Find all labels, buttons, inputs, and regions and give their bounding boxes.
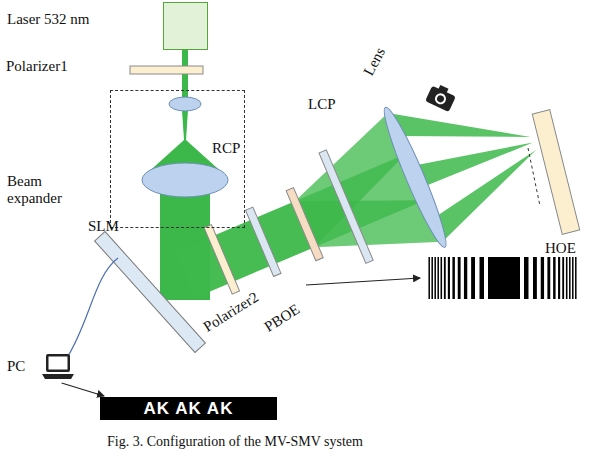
part-label: RCP [212,140,240,157]
part-label: HOE [545,240,576,257]
part-label: PBOE [261,301,303,336]
figure-caption: Fig. 3. Configuration of the MV-SMV syst… [107,434,363,450]
pc-laptop: PC [40,352,76,382]
grating-stripe [464,257,467,299]
lcp-plate [319,150,373,264]
grating-stripe [480,257,485,299]
polarizer-plate [130,66,203,74]
part-label: Laser 532 nm [7,11,89,28]
large-lens [142,163,228,197]
part-label: Lens [360,45,389,79]
grating-stripe [572,257,574,299]
small-lens [169,97,201,111]
grating-stripe [569,257,571,299]
laser-box: Laser 532 nm [163,2,208,50]
grating-stripe [524,257,529,299]
part-label: Polarizer1 [6,58,68,75]
pboe-plate [286,188,323,261]
rcp-plate [245,207,280,276]
part-label: PC [7,358,25,375]
grating-stripe [533,257,537,299]
focused-beam [410,119,532,191]
laptop-icon [40,352,76,382]
text-band: AK AK AK [100,397,277,420]
grating-stripe [547,257,550,299]
grating-stripe [562,257,564,299]
lens [377,104,453,251]
grating-stripe [471,257,475,299]
camera-icon [425,82,457,112]
grating-pattern [425,257,580,299]
grating-stripe [437,257,439,299]
grating-stripe [441,257,443,299]
pointer-arrow [306,278,420,285]
grating-stripe [431,257,433,299]
grating-stripe [458,257,461,299]
grating-stripe [558,257,560,299]
grating-stripe [448,257,450,299]
grating-stripe [566,257,568,299]
grating-stripe [434,257,436,299]
grating-stripe [541,257,544,299]
part-label: Beam expander [7,173,77,208]
polarizer-plate [204,225,239,294]
image-plane [528,148,540,206]
grating-stripe [444,257,446,299]
display-text: AK AK AK [144,399,234,419]
slm-cable [68,258,118,356]
part-label: LCP [308,96,336,113]
slm-panel [95,232,206,353]
converging-beam [182,110,188,140]
beam-expander-box: Beam expander [110,90,245,228]
part-label: SLM [88,218,119,235]
grating-stripe [553,257,555,299]
hoe-plate [532,110,579,235]
grating-stripe [428,257,430,299]
grating-stripe [452,257,454,299]
signal-arrow [62,383,104,396]
grating-stripe [575,257,577,299]
